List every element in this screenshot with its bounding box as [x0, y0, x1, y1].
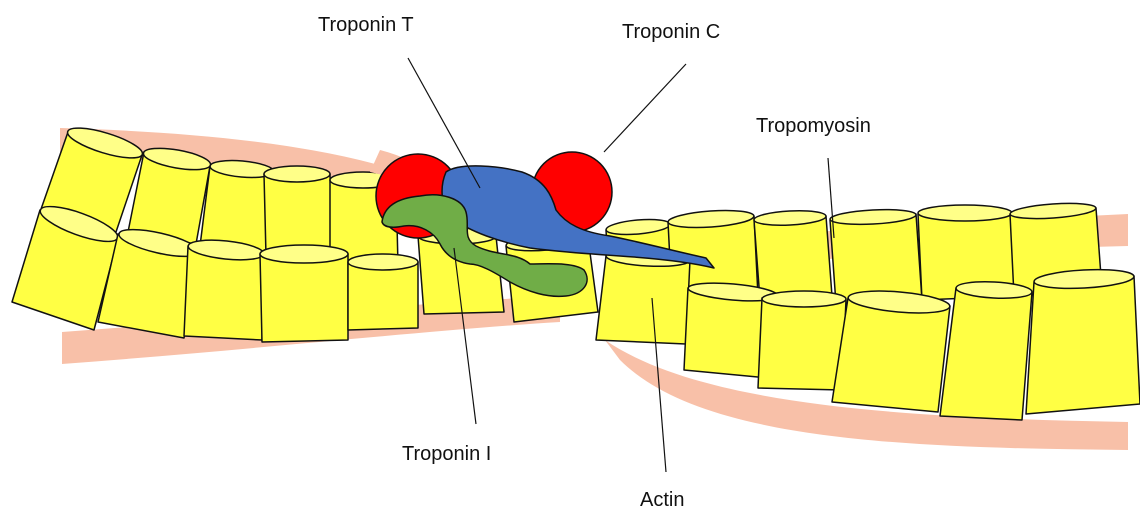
leader-troponin-c: [604, 64, 686, 152]
label-troponin-c: Troponin C: [622, 21, 720, 43]
label-troponin-i: Troponin I: [402, 443, 491, 465]
actin-monomer-front-3: [184, 237, 265, 340]
actin-monomer-front-12: [940, 280, 1032, 420]
actin-monomer-front-13: [1026, 267, 1140, 414]
label-tropomyosin: Tropomyosin: [756, 115, 871, 137]
actin-monomer-front-5: [348, 254, 418, 330]
actin-monomer-front-4: [260, 245, 348, 342]
label-troponin-t: Troponin T: [318, 14, 414, 36]
actin-monomer-front-11: [832, 288, 951, 412]
actin-monomer-back-8: [754, 209, 832, 300]
label-actin: Actin: [640, 489, 684, 511]
actin-monomer-front-8: [596, 248, 690, 344]
actin-monomer-front-10: [758, 291, 846, 390]
actin-monomer-back-4: [264, 166, 332, 256]
actin-monomer-back-9: [830, 208, 922, 304]
